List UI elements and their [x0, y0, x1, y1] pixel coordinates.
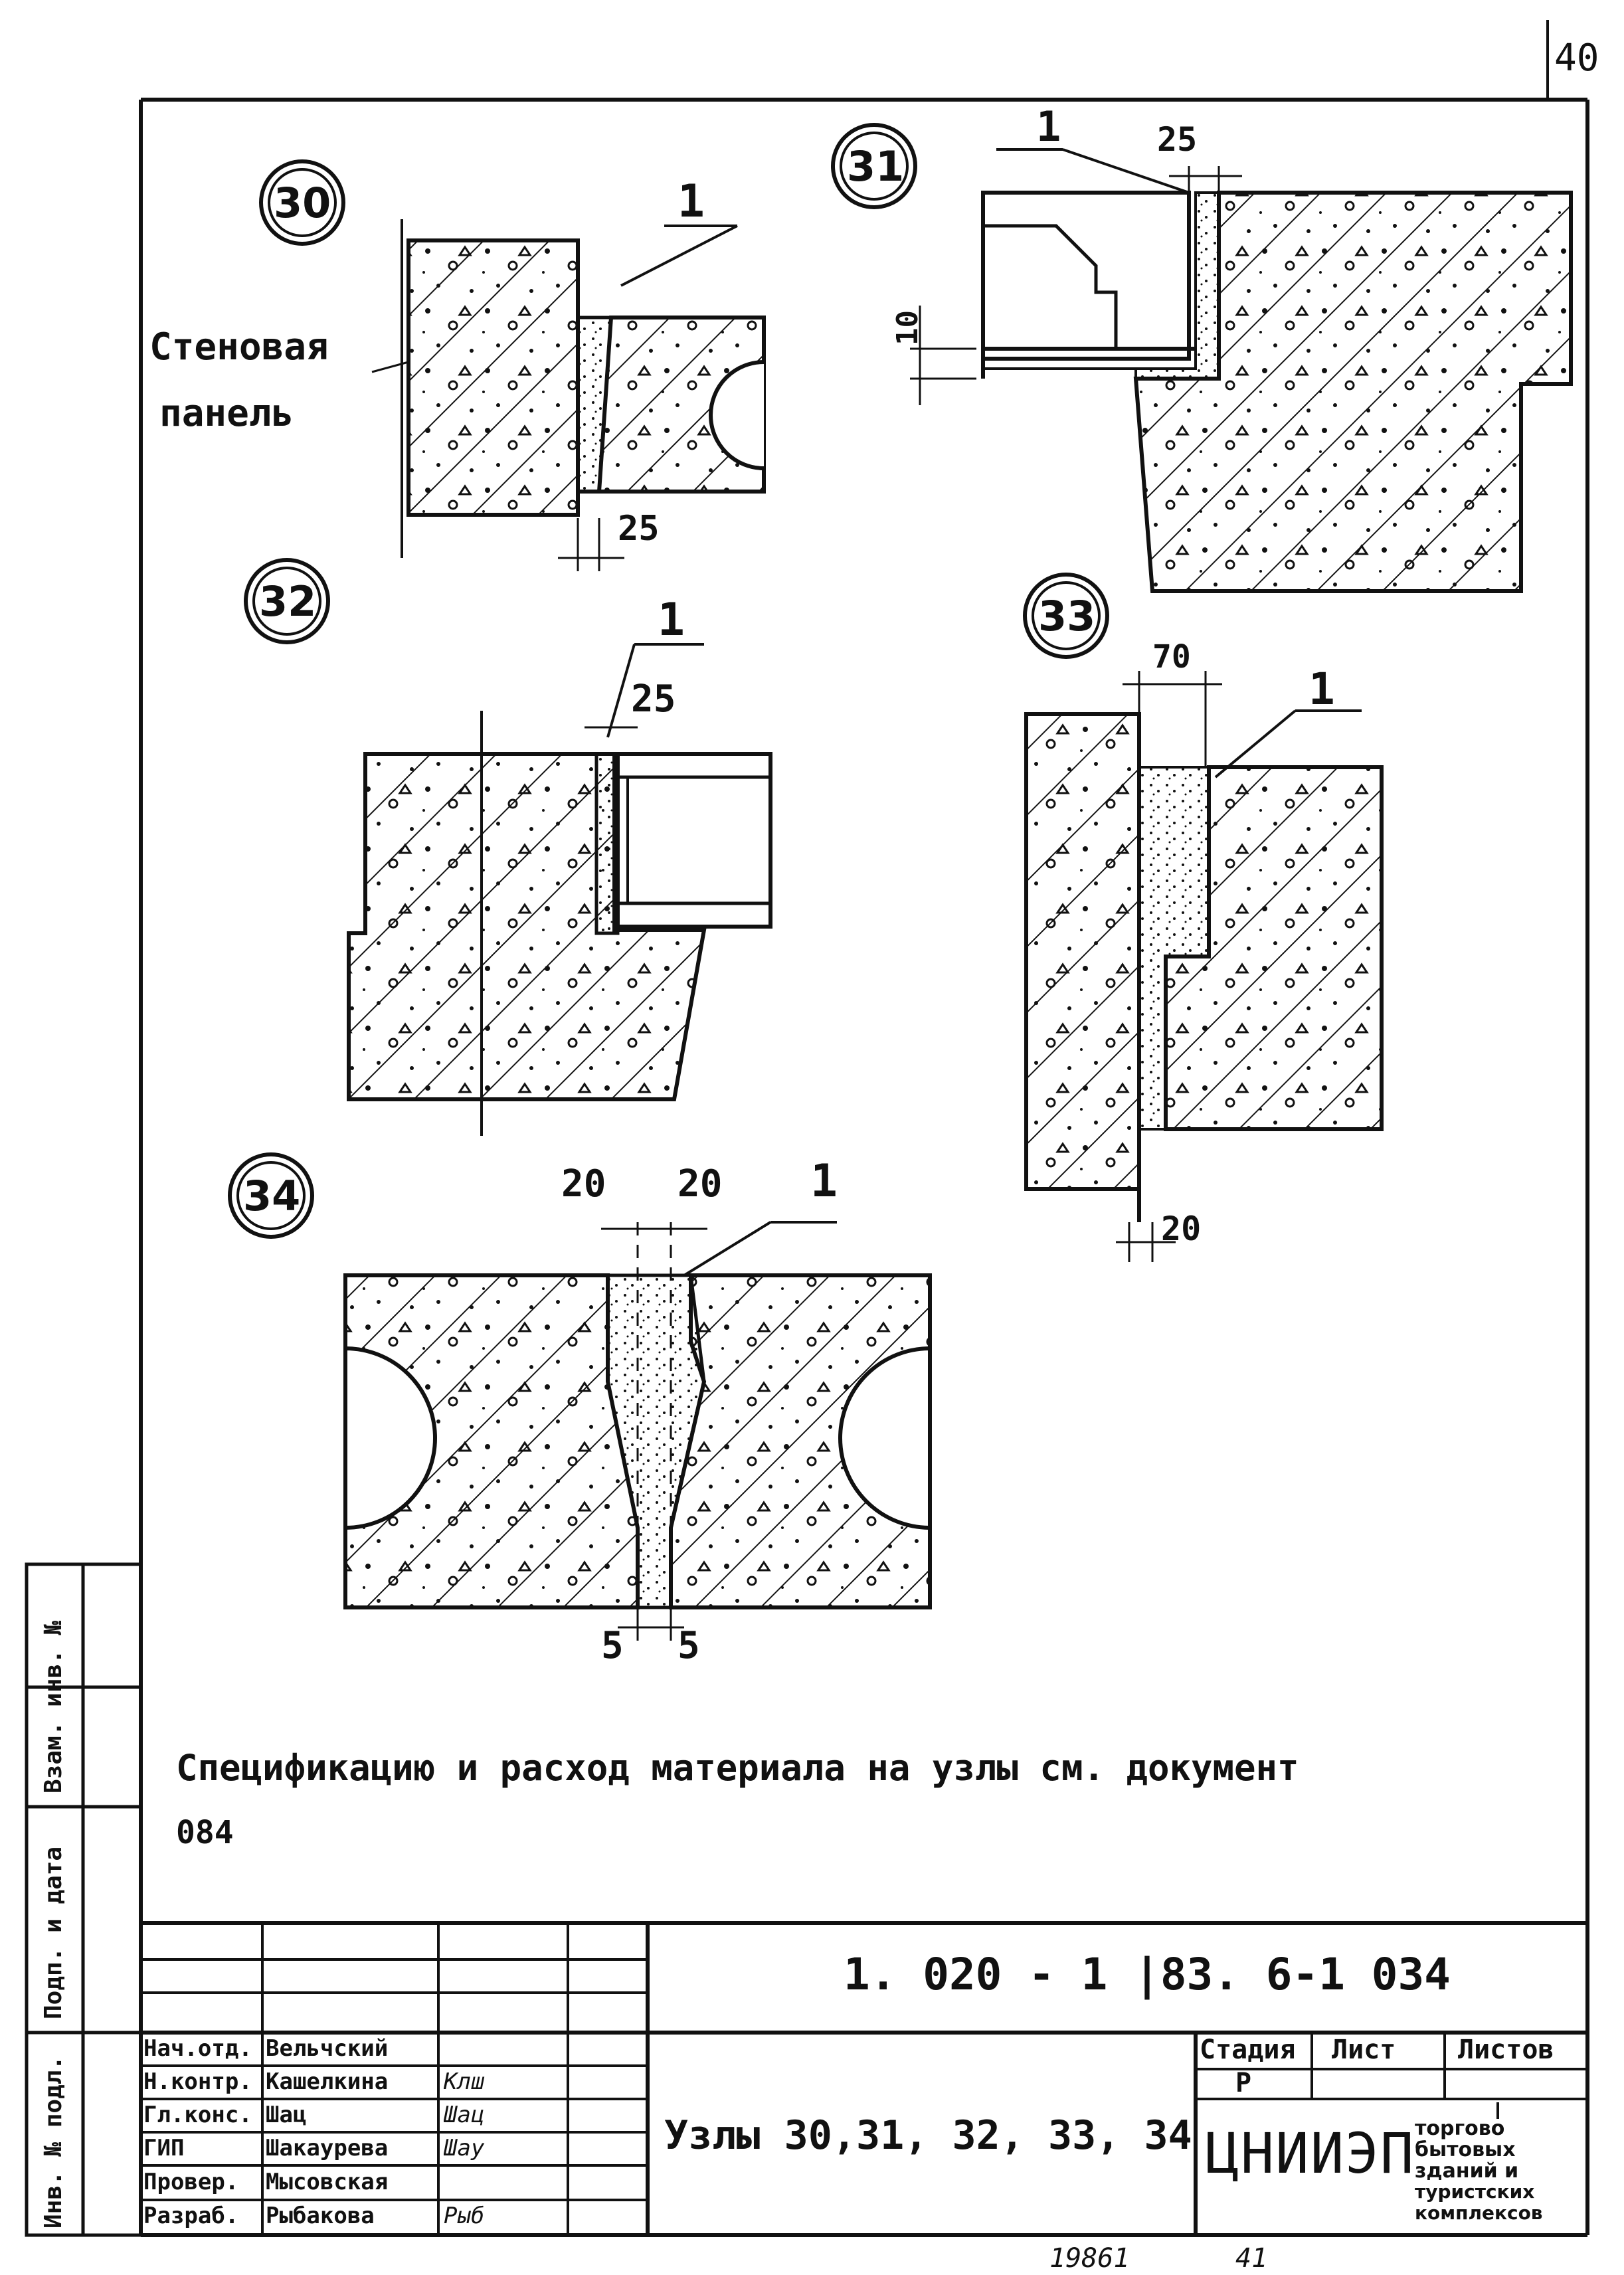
detail-33-dim-20: 20: [1161, 1210, 1202, 1248]
archive-number: 19861: [1049, 2243, 1130, 2274]
specification-note: Спецификацию и расход материала на узлы …: [176, 1747, 1299, 1789]
detail-34-drawing: [228, 1152, 932, 1641]
detail-34-leader-label: 1: [810, 1155, 838, 1208]
detail-32-drawing: [244, 558, 772, 1136]
detail-30-dim-25: 25: [618, 509, 660, 549]
detail-34-number: 34: [243, 1172, 301, 1220]
detail-33-dim-70: 70: [1152, 638, 1191, 676]
detail-31-number: 31: [847, 142, 905, 191]
role-signature: Шау: [444, 2136, 485, 2160]
role-label: ГИП: [143, 2136, 185, 2160]
detail-32-leader-label: 1: [658, 594, 685, 646]
wall-panel-label-line2: панель: [159, 392, 294, 435]
role-label: Провер.: [143, 2170, 239, 2194]
organization-desc-2: бытовых: [1415, 2138, 1516, 2161]
role-label: Нач.отд.: [143, 2037, 252, 2060]
document-code: 1. 020 - 1 |83. 6-1 034: [844, 1949, 1451, 2000]
side-stamp-sign-date: Подп. и дата: [40, 1846, 67, 2019]
detail-30-drawing: [259, 159, 766, 571]
sheet-frame: [139, 20, 1589, 2237]
side-stamp-inv-no: Инв. № подл.: [40, 2055, 67, 2229]
organization-desc-4: туристских: [1415, 2181, 1535, 2203]
detail-31-leader-label: 1: [1036, 102, 1061, 151]
role-signature: Шац: [444, 2103, 485, 2127]
detail-33-drawing: [1023, 573, 1384, 1262]
stage-value: Р: [1235, 2071, 1252, 2095]
role-name: Кашелкина: [266, 2070, 389, 2094]
detail-33-leader-label: 1: [1308, 664, 1335, 715]
stage-header: Стадия: [1200, 2038, 1296, 2062]
specification-note-doc: 084: [176, 1814, 234, 1851]
detail-34-gap-5-right: 5: [677, 1624, 700, 1667]
drawing-title: Узлы 30,31, 32, 33, 34: [664, 2112, 1192, 2159]
organization-name: ЦНИИЭП: [1206, 2121, 1415, 2186]
title-block-grid: [141, 1921, 1587, 2235]
role-name: Рыбакова: [266, 2204, 375, 2228]
role-name: Мысовская: [266, 2170, 389, 2194]
detail-31-dim-10: 10: [891, 310, 925, 345]
role-name: Вельчский: [266, 2037, 389, 2060]
detail-34-gap-5-left: 5: [601, 1624, 624, 1667]
detail-34-dim-20-left: 20: [561, 1162, 606, 1206]
detail-33-number: 33: [1038, 592, 1096, 640]
side-stamp-grid: [25, 1562, 143, 2237]
side-stamp-replace-inv: Взам. инв. №: [40, 1620, 67, 1793]
organization-desc-1: торгово: [1415, 2117, 1505, 2140]
detail-32-dim-25: 25: [631, 678, 676, 721]
organization-desc-5: комплексов: [1415, 2202, 1543, 2224]
role-name: Шакаурева: [266, 2136, 389, 2160]
wall-panel-label-line1: Стеновая: [149, 325, 329, 369]
footer-sheet: 41: [1235, 2243, 1268, 2274]
sheet-header: Лист: [1332, 2038, 1396, 2062]
detail-30-leader-label: 1: [677, 175, 705, 228]
role-label: Разраб.: [143, 2204, 239, 2228]
role-name: Шац: [266, 2103, 307, 2127]
detail-31-drawing: [831, 123, 1573, 593]
detail-30-number: 30: [274, 179, 331, 227]
detail-34-dim-20-right: 20: [677, 1162, 723, 1206]
role-label: Гл.конс.: [143, 2103, 252, 2127]
organization-desc-3: зданий и: [1415, 2159, 1519, 2183]
role-label: Н.контр.: [143, 2070, 252, 2094]
page-number: 40: [1554, 37, 1599, 80]
role-signature: Клш: [444, 2070, 485, 2094]
detail-32-number: 32: [259, 577, 317, 626]
detail-31-dim-25: 25: [1157, 120, 1198, 159]
sheets-header: Листов: [1458, 2038, 1554, 2062]
role-signature: Рыб: [444, 2204, 485, 2228]
